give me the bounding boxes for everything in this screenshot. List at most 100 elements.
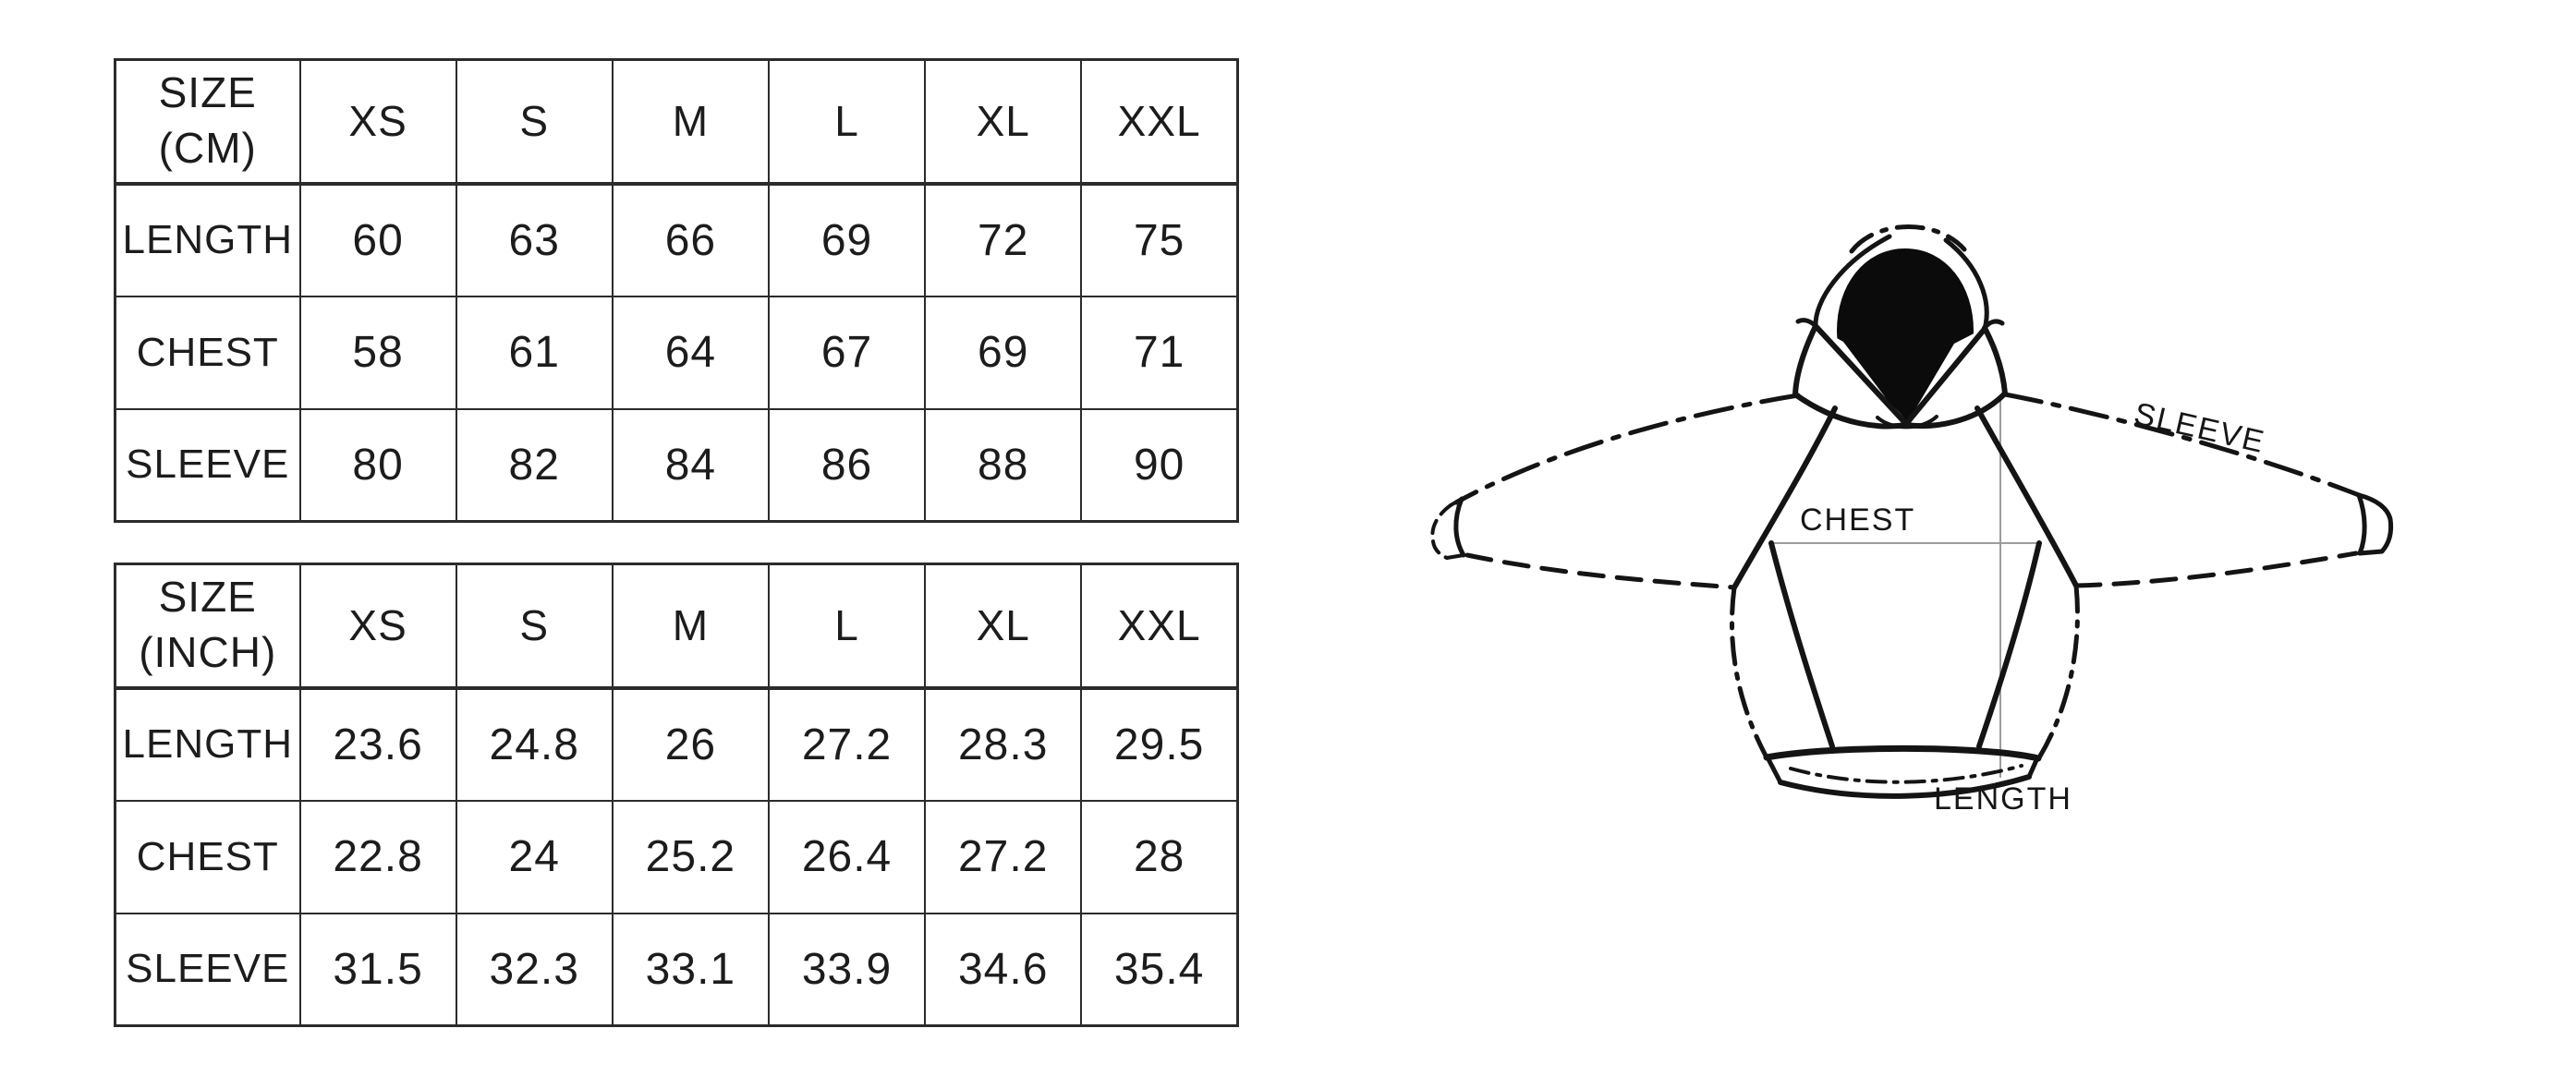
size-value: 69 xyxy=(767,182,927,297)
collar-left-flap xyxy=(1795,326,1906,425)
left-panel-seam xyxy=(1768,540,1835,749)
size-value: 66 xyxy=(611,182,770,297)
size-value: 23.6 xyxy=(298,686,457,802)
size-value: 64 xyxy=(611,295,770,410)
row-label: LENGTH xyxy=(114,686,301,802)
collar-left-lapel-edge xyxy=(1813,323,1909,427)
row-label: SLEEVE xyxy=(114,912,301,1027)
size-value: 88 xyxy=(924,407,1083,523)
row-label: SLEEVE xyxy=(114,407,301,523)
size-value: 33.1 xyxy=(611,912,770,1027)
left-cuff-seam xyxy=(1453,496,1466,558)
collar-inner-seam xyxy=(1876,415,1938,430)
size-value: 29.5 xyxy=(1080,686,1239,802)
column-header-s: S xyxy=(455,58,614,186)
unit-line1: SIZE xyxy=(158,68,257,117)
left-raglan-seam xyxy=(1732,405,1838,590)
hem-top-edge xyxy=(1763,744,2042,762)
size-value: 25.2 xyxy=(611,799,770,914)
size-value: 71 xyxy=(1080,295,1239,410)
size-value: 32.3 xyxy=(455,912,614,1027)
hoodie-measurement-diagram: CHEST LENGTH SLEEVE xyxy=(1423,157,2569,877)
collar-right-corner xyxy=(1982,319,2005,331)
hem-bottom-edge xyxy=(1778,774,2032,799)
collar-left-outer-edge xyxy=(1792,323,1818,397)
column-header-m: M xyxy=(611,563,770,690)
left-cuff-outer-edge xyxy=(1430,503,1452,560)
collar-right-lapel-edge xyxy=(1903,326,1987,427)
right-cuff-seam xyxy=(2356,492,2367,556)
size-value: 31.5 xyxy=(298,912,457,1027)
hood-right-outline xyxy=(1943,237,1989,332)
unit-line2: (INCH) xyxy=(139,628,277,677)
column-header-s: S xyxy=(455,563,614,690)
column-header-m: M xyxy=(611,58,770,186)
size-value: 84 xyxy=(611,407,770,523)
row-label: CHEST xyxy=(114,799,301,914)
left-sleeve-bottom-edge xyxy=(1464,552,1737,590)
size-value: 72 xyxy=(924,182,1083,297)
size-value: 27.2 xyxy=(924,799,1083,914)
column-header-l: L xyxy=(767,563,927,690)
row-label: LENGTH xyxy=(114,182,301,297)
right-sleeve-top-edge xyxy=(2002,392,2362,498)
size-value: 58 xyxy=(298,295,457,410)
column-header-xl: XL xyxy=(924,58,1083,186)
hem-end-caps xyxy=(1766,756,2039,785)
column-header-xl: XL xyxy=(924,563,1083,690)
row-label: CHEST xyxy=(114,295,301,410)
size-value: 24.8 xyxy=(455,686,614,802)
right-sleeve-bottom-edge xyxy=(2073,551,2359,588)
unit-line1: SIZE xyxy=(158,573,257,622)
body-right-edge xyxy=(2035,583,2080,762)
hoodie-diagram-svg: CHEST LENGTH SLEEVE xyxy=(1430,224,2394,817)
size-value: 24 xyxy=(455,799,614,914)
right-panel-seam xyxy=(1976,540,2042,749)
size-value: 61 xyxy=(455,295,614,410)
size-value: 28 xyxy=(1080,799,1239,914)
column-header-l: L xyxy=(767,58,927,186)
size-value: 34.6 xyxy=(924,912,1083,1027)
left-cuff-ends xyxy=(1445,497,1465,560)
collar-right-outer-edge xyxy=(1982,325,2008,396)
size-value: 60 xyxy=(298,182,457,297)
hem-dashdot-line xyxy=(1789,764,2023,784)
column-header-xxl: XXL xyxy=(1080,58,1239,186)
size-value: 82 xyxy=(455,407,614,523)
size-value: 26 xyxy=(611,686,770,802)
size-value: 28.3 xyxy=(924,686,1083,802)
body-left-edge xyxy=(1729,585,1769,760)
size-value: 90 xyxy=(1080,407,1239,523)
size-value: 33.9 xyxy=(767,912,927,1027)
size-value: 86 xyxy=(767,407,927,523)
unit-header-cell: SIZE (CM) xyxy=(114,58,301,186)
column-header-xxl: XXL xyxy=(1080,563,1239,690)
size-value: 69 xyxy=(924,295,1083,410)
collar-right-flap xyxy=(1906,328,2005,425)
unit-line2: (CM) xyxy=(158,124,257,173)
hood-left-outline xyxy=(1813,234,1892,329)
size-value: 80 xyxy=(298,407,457,523)
size-value: 75 xyxy=(1080,182,1239,297)
right-cuff-outer-edge xyxy=(2356,492,2394,556)
chest-label: CHEST xyxy=(1800,502,1915,538)
hood-top-dashdot-outline xyxy=(1849,224,1967,254)
right-raglan-seam xyxy=(1975,405,2079,588)
size-value: 26.4 xyxy=(767,799,927,914)
column-header-xs: XS xyxy=(298,58,457,186)
left-sleeve-top-edge xyxy=(1453,393,1801,505)
column-header-xs: XS xyxy=(298,563,457,690)
size-value: 35.4 xyxy=(1080,912,1239,1027)
size-value: 63 xyxy=(455,182,614,297)
collar-left-corner xyxy=(1795,318,1818,329)
size-value: 27.2 xyxy=(767,686,927,802)
size-value: 67 xyxy=(767,295,927,410)
